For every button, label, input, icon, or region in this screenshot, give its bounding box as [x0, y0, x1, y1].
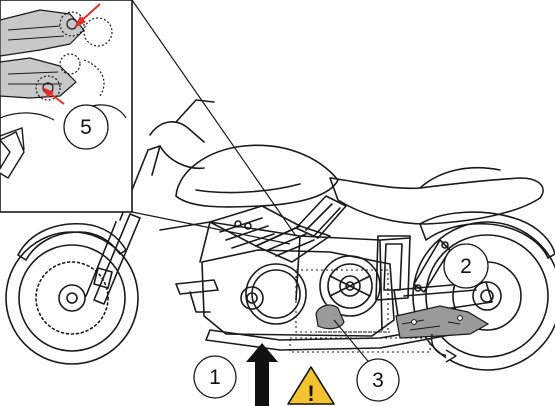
crankcase [201, 249, 395, 337]
callout-1: 1 [193, 355, 237, 399]
front-fork [93, 213, 141, 305]
front-wheel [5, 231, 139, 365]
callout-3: 3 [333, 319, 400, 402]
seat [329, 177, 544, 225]
highlighted-component-3 [315, 304, 345, 330]
callout-2: 2 [443, 243, 489, 289]
footpeg [175, 279, 219, 313]
lift-direction-arrow [246, 343, 278, 406]
engine-cover [245, 263, 307, 325]
callout-3-label: 3 [372, 369, 384, 392]
callout-5-label: 5 [80, 116, 92, 139]
highlight-region-frame [289, 269, 431, 353]
callout-5: 5 [63, 104, 109, 150]
callout-1-label: 1 [209, 366, 221, 389]
motorcycle-illustration [5, 99, 555, 371]
handlebar [149, 99, 215, 143]
magnification-lines [131, 0, 297, 245]
rear-fender [419, 211, 555, 259]
drive-pulley [319, 255, 381, 317]
engine-cylinders [209, 195, 347, 263]
frame [159, 221, 411, 331]
detail-inset [0, 0, 297, 245]
warning-icon: ! [287, 366, 335, 406]
front-fender [17, 222, 127, 261]
callout-2-label: 2 [460, 255, 472, 278]
red-indicator-arrows [42, 3, 101, 105]
highlighted-component-2 [395, 305, 490, 339]
fuel-tank [175, 144, 339, 208]
warning-symbol: ! [307, 381, 314, 406]
inset-pointer-arrow [0, 131, 25, 179]
